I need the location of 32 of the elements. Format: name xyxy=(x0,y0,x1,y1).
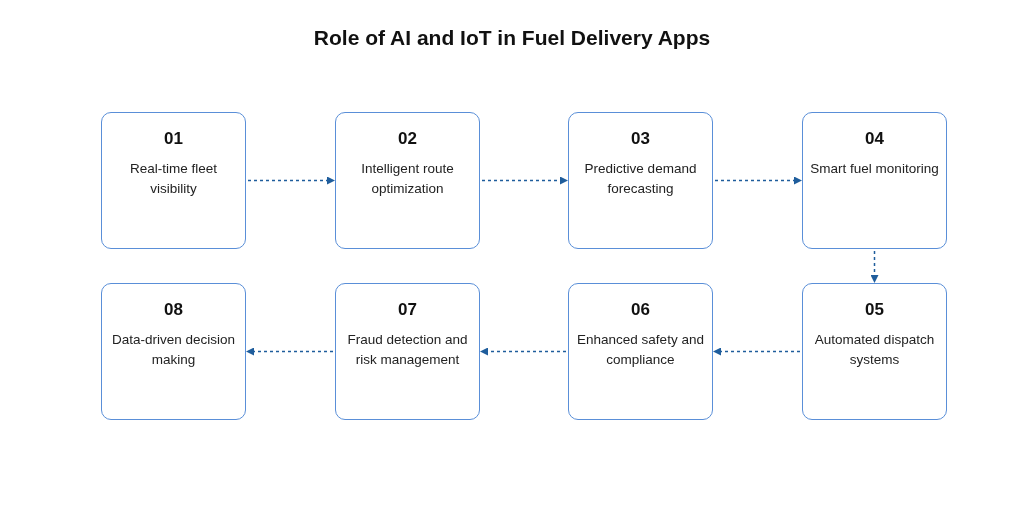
step-number: 04 xyxy=(865,129,884,149)
step-card xyxy=(802,112,947,249)
step-number: 07 xyxy=(398,300,417,320)
step-number: 03 xyxy=(631,129,650,149)
arrow xyxy=(480,347,567,356)
step-number: 02 xyxy=(398,129,417,149)
title: Role of AI and IoT in Fuel Delivery Apps xyxy=(313,26,711,50)
arrow xyxy=(246,347,334,356)
arrow xyxy=(713,347,801,356)
step-number: 06 xyxy=(631,300,650,320)
arrow xyxy=(714,176,802,185)
step-label: Intelligent route optimization xyxy=(360,160,455,198)
arrow xyxy=(481,176,568,185)
step-card xyxy=(568,283,713,420)
step-card xyxy=(101,283,246,420)
step-label: Enhanced safety and compliance xyxy=(576,331,705,369)
step-label: Predictive demand forecasting xyxy=(583,160,698,198)
arrow xyxy=(870,250,879,283)
step-number: 05 xyxy=(865,300,884,320)
step-card xyxy=(568,112,713,249)
step-card xyxy=(101,112,246,249)
step-label: Real-time fleet visibility xyxy=(128,160,218,198)
step-label: Automated dispatch systems xyxy=(813,331,936,369)
step-card xyxy=(335,112,480,249)
step-card xyxy=(335,283,480,420)
step-label: Fraud detection and risk management xyxy=(346,331,469,369)
step-label: Smart fuel monitoring xyxy=(810,160,939,178)
step-number: 08 xyxy=(164,300,183,320)
step-card xyxy=(802,283,947,420)
step-number: 01 xyxy=(164,129,183,149)
arrow xyxy=(247,176,335,185)
step-label: Data-driven decision making xyxy=(110,331,237,369)
